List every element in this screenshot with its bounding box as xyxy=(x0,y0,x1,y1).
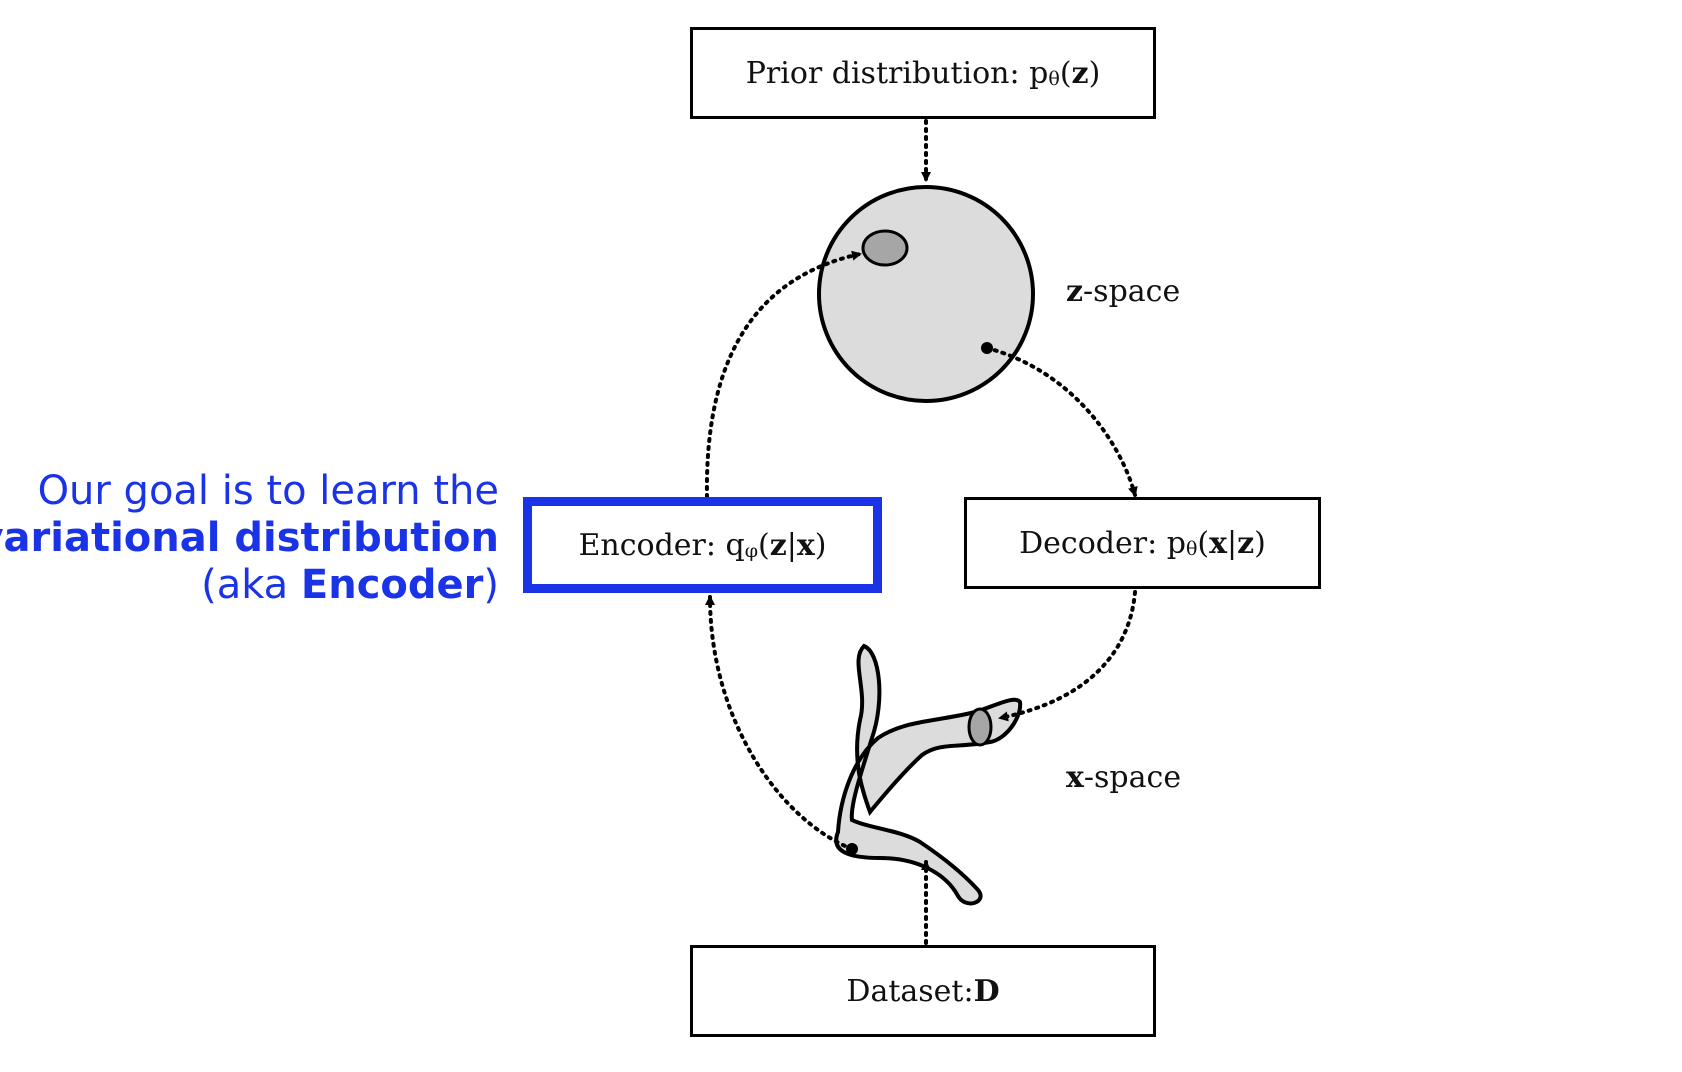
dataset-label: Dataset: xyxy=(846,973,974,1009)
annotation-line-3-post: ) xyxy=(483,562,499,608)
encoder-paren-close: ) xyxy=(814,527,827,563)
decoder-subscript: θ xyxy=(1185,538,1198,560)
decoder-separator: | xyxy=(1227,525,1238,561)
arrow-xspace-to-encoder xyxy=(705,595,854,851)
arrow-zspace-to-decoder xyxy=(985,346,1138,497)
prior-label: Prior distribution: p xyxy=(745,55,1049,91)
encoder-variable-x: x xyxy=(796,527,815,563)
x-space-label: x-space xyxy=(1066,760,1181,795)
z-space-text: -space xyxy=(1083,274,1181,309)
annotation-line-3-bold: Encoder xyxy=(300,562,484,608)
encoder-variable-z: z xyxy=(769,527,787,563)
encoder-paren-open: ( xyxy=(758,527,770,563)
decoder-paren-close: ) xyxy=(1254,525,1266,561)
encoder-subscript: φ xyxy=(744,540,759,562)
prior-paren-open: ( xyxy=(1059,55,1072,91)
decoder-variable-x: x xyxy=(1209,525,1227,561)
x-space-manifold xyxy=(834,643,1023,906)
x-space-text: -space xyxy=(1083,760,1182,795)
x-space-symbol: x xyxy=(1066,760,1084,795)
arrow-decoder-to-xspace xyxy=(998,590,1137,722)
decoder-variable-z: z xyxy=(1237,525,1255,561)
x-space-decoded-region xyxy=(967,707,993,747)
z-space-label: z-space xyxy=(1066,274,1180,309)
dataset-variable: D xyxy=(973,973,1000,1009)
annotation-line-3: (aka Encoder) xyxy=(0,562,499,609)
z-space-symbol: z xyxy=(1066,274,1084,309)
annotation-line-2: variational distribution xyxy=(0,515,499,561)
prior-paren-close: ) xyxy=(1088,55,1101,91)
prior-variable: z xyxy=(1071,55,1089,91)
decoder-label: Decoder: p xyxy=(1019,525,1186,561)
z-space-circle xyxy=(817,185,1035,403)
prior-subscript: θ xyxy=(1048,68,1060,90)
arrow-encoder-to-zspace xyxy=(704,250,862,499)
z-space-encoded-region xyxy=(861,229,909,267)
annotation-line-1: Our goal is to learn the xyxy=(37,468,499,514)
goal-annotation: Our goal is to learn the variational dis… xyxy=(0,468,499,609)
dataset-box: Dataset: D xyxy=(690,945,1156,1037)
encoder-label: Encoder: q xyxy=(578,527,745,563)
annotation-line-3-pre: (aka xyxy=(201,562,301,608)
decoder-paren-open: ( xyxy=(1197,525,1210,561)
encoder-separator: | xyxy=(786,527,797,563)
